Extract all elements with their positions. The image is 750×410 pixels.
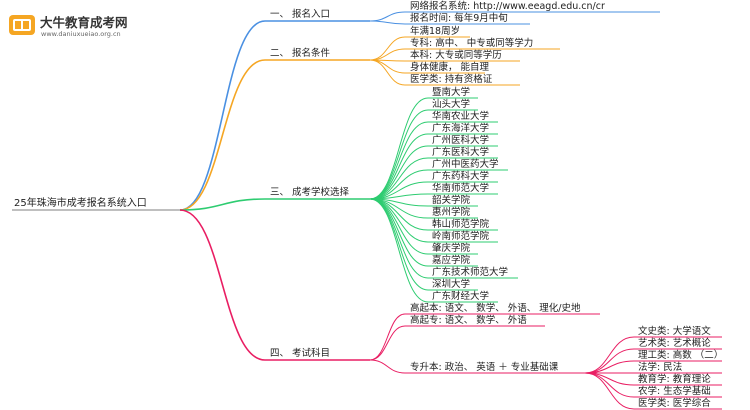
branch-registration-conditions: 二、 报名条件 <box>270 48 331 59</box>
leaf-registration-time: 报名时间: 每年9月中旬 <box>410 13 508 24</box>
branch-school-selection: 三、 成考学校选择 <box>270 187 350 198</box>
school-item: 广东海洋大学 <box>432 123 490 134</box>
school-item: 广东药科大学 <box>432 171 490 182</box>
book-logo-icon <box>9 15 35 35</box>
leaf-condition-junior: 专科: 高中、 中专或同等学力 <box>410 38 534 49</box>
leaf-exam-high-to-bachelor: 高起本: 语文、 数学、 外语、 理化/史地 <box>410 303 581 314</box>
school-item: 岭南师范学院 <box>432 231 490 242</box>
subject-item: 理工类: 高数 （二） <box>638 350 724 361</box>
leaf-exam-high-to-junior: 高起专: 语文、 数学、 外语 <box>410 315 527 326</box>
leaf-exam-junior-to-bachelor: 专升本: 政治、 英语 ＋ 专业基础课 <box>410 362 559 373</box>
school-item: 广东技术师范大学 <box>432 267 509 278</box>
subject-item: 教育学: 教育理论 <box>638 374 711 385</box>
subject-item: 文史类: 大学语文 <box>638 326 711 337</box>
school-item: 广东医科大学 <box>432 147 490 158</box>
subject-item: 艺术类: 艺术概论 <box>638 338 711 349</box>
school-item: 肇庆学院 <box>432 243 471 254</box>
logo-title: 大牛教育成考网 <box>40 15 128 30</box>
site-logo: 大牛教育成考网 www.daniuxueiao.org.cn <box>8 8 128 48</box>
subject-item: 医学类: 医学综合 <box>638 398 711 409</box>
school-item: 深圳大学 <box>432 279 471 290</box>
school-item: 惠州学院 <box>432 207 471 218</box>
school-item: 广州中医药大学 <box>432 159 499 170</box>
subject-item: 农学: 生态学基础 <box>638 386 711 397</box>
school-item: 华南农业大学 <box>432 111 490 122</box>
leaf-condition-bachelor: 本科: 大专或同等学历 <box>410 50 502 61</box>
school-item: 嘉应学院 <box>432 255 471 266</box>
leaf-condition-medical: 医学类: 持有资格证 <box>410 74 493 85</box>
leaf-condition-age: 年满18周岁 <box>410 26 461 37</box>
leaf-online-system: 网络报名系统: http://www.eeagd.edu.cn/cr <box>410 1 605 12</box>
leaf-condition-health: 身体健康， 能自理 <box>410 62 490 73</box>
branch-registration-entry: 一、 报名入口 <box>270 9 331 20</box>
school-item: 广州医科大学 <box>432 135 490 146</box>
root-topic: 25年珠海市成考报名系统入口 <box>14 198 147 209</box>
school-item: 广东财经大学 <box>432 291 490 302</box>
school-item: 韩山师范学院 <box>432 219 490 230</box>
school-item: 华南师范大学 <box>432 183 490 194</box>
school-item: 韶关学院 <box>432 195 471 206</box>
subject-item: 法学: 民法 <box>638 362 683 373</box>
school-item: 暨南大学 <box>432 87 471 98</box>
branch-exam-subjects: 四、 考试科目 <box>270 348 331 359</box>
school-item: 汕头大学 <box>432 99 471 110</box>
logo-url: www.daniuxueiao.org.cn <box>41 30 121 38</box>
